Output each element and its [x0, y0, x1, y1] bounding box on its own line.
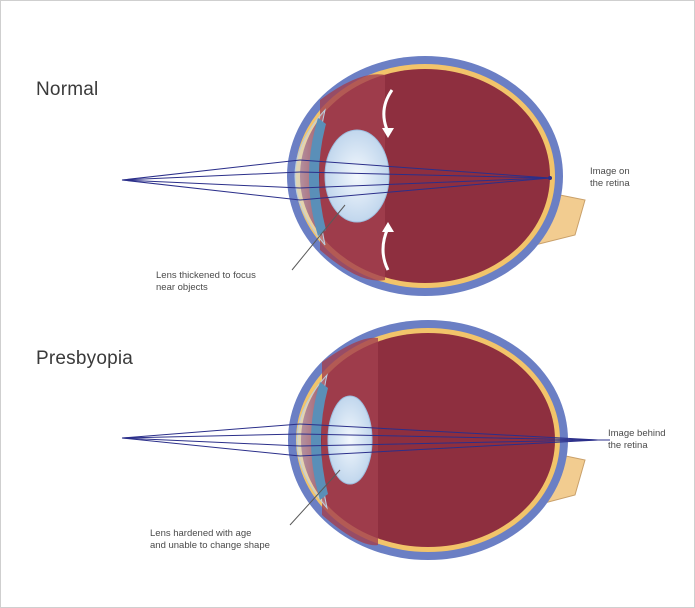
normal-title: Normal: [36, 79, 98, 101]
presbyopia-eye: [122, 320, 610, 560]
normal-image-label: Image on the retina: [590, 166, 630, 190]
presbyopia-title: Presbyopia: [36, 348, 133, 370]
presbyopia-lens-label: Lens hardened with age and unable to cha…: [150, 528, 270, 552]
normal-lens-label: Lens thickened to focus near objects: [156, 270, 256, 294]
lens-thick: [325, 130, 389, 222]
presbyopia-image-label: Image behind the retina: [608, 428, 666, 452]
lens-hardened: [328, 396, 372, 484]
normal-eye: [122, 56, 585, 296]
focal-point: [548, 176, 552, 180]
